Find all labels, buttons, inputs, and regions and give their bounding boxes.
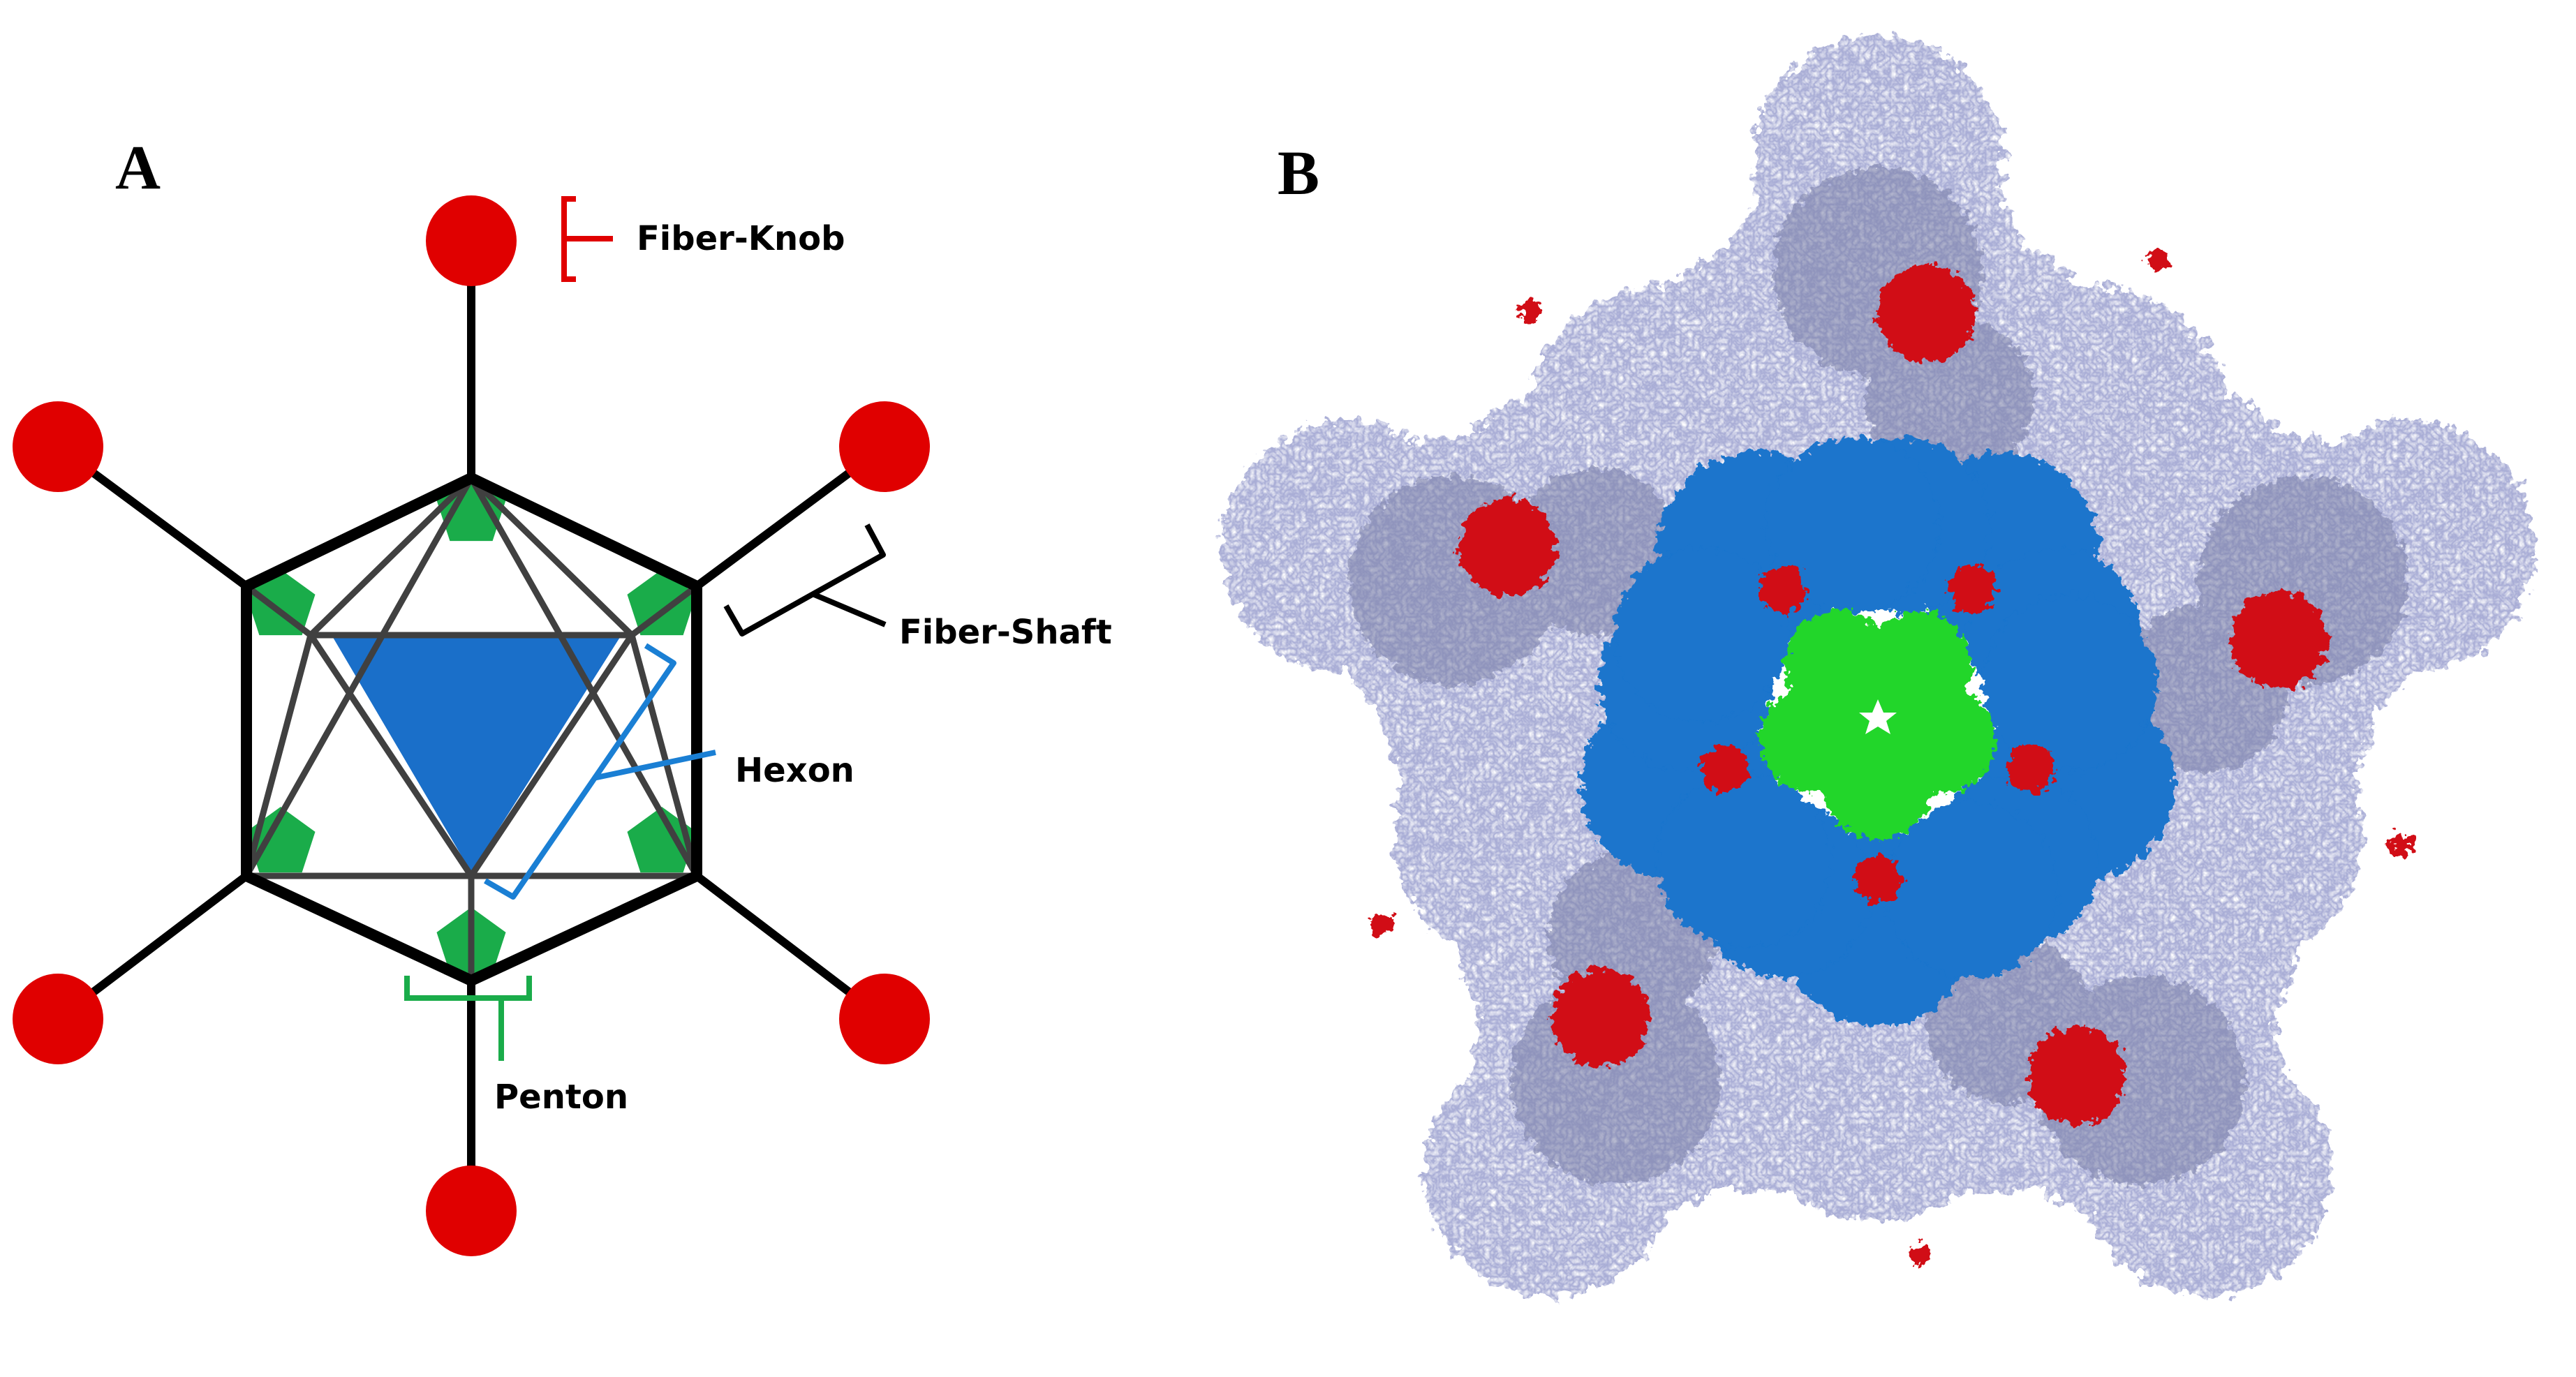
panel-a-schematic: A [13,133,1112,1256]
fiber-knob-label: Fiber-Knob [637,219,845,258]
fiber-shaft-label: Fiber-Shaft [899,613,1112,652]
fiber-knob-bracket [561,196,613,282]
accent-inner-4 [1759,565,1807,613]
ring-lobe-2-2 [1884,803,2059,978]
hexon-label: Hexon [735,751,854,790]
accent-bundle-0 [1878,265,1976,363]
penton-6 [246,570,316,636]
accent-proteins [1370,249,2412,1266]
accent-fiber-0 [2147,249,2170,272]
accent-inner-2 [1854,856,1902,903]
ring-lobe-4-2 [1614,548,1789,723]
central-channel [1859,699,1897,734]
penton-2 [627,570,697,636]
ring-lobe-1-2 [1983,595,2158,771]
penton-label: Penton [494,1078,628,1117]
accent-bundle-2 [2027,1027,2126,1124]
fiber-shaft-bracket [723,523,887,637]
hexon-bracket [484,643,716,900]
penton-3 [627,807,697,873]
fiber-knob-upper-right [839,401,930,492]
fiber-knob-lower-right [839,974,930,1064]
accent-fiber-1 [2389,833,2412,856]
fiber-knob-upper-left [13,401,103,492]
accent-inner-0 [1948,565,1997,613]
fiber-knob-bottom [426,1166,517,1256]
capsid-vertex-structure [1221,35,2535,1297]
fiber-knob-lower-left [13,974,103,1064]
peripentonal-hexon-ring [1581,438,2175,1026]
hexon-facet [332,635,621,872]
accent-inner-3 [1701,745,1749,793]
penton-bracket [404,976,532,1061]
panel-letter-b: B [1278,139,1319,208]
ring-lobe-3-2 [1656,773,1831,948]
accent-bundle-4 [1458,498,1557,596]
ring-lobe-4-1 [1766,438,1941,613]
fiber-knob-top [426,195,517,286]
panel-letter-a: A [115,133,161,202]
accent-bundle-1 [2230,591,2327,690]
accent-inner-1 [2006,745,2055,793]
panel-b-structure: B [1221,35,2535,1297]
facet-lines [243,475,700,981]
fiber-knobs [13,195,930,1256]
capsid-outline [241,472,702,986]
accent-fiber-3 [1370,913,1393,936]
accent-fiber-2 [1909,1243,1932,1266]
accent-bundle-3 [1551,969,1649,1067]
accent-fiber-4 [1518,299,1541,322]
